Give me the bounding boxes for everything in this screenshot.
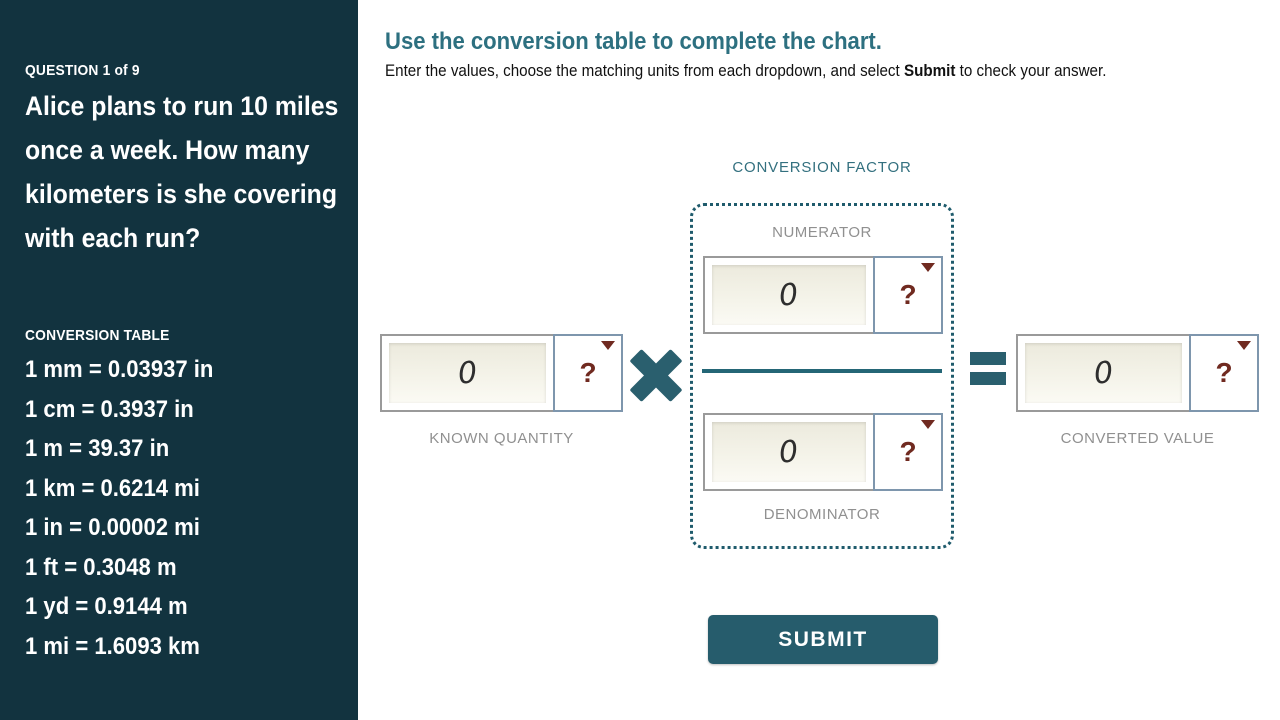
fraction-bar xyxy=(702,369,942,373)
known-quantity-group: 0 ? xyxy=(380,334,623,412)
denominator-label: DENOMINATOR xyxy=(763,506,881,523)
chevron-down-icon xyxy=(1237,341,1251,350)
chevron-down-icon xyxy=(921,263,935,272)
numerator-value-input[interactable]: 0 xyxy=(712,265,866,325)
instructions-suffix: to check your answer. xyxy=(955,62,1107,80)
conversion-table-row: 1 cm = 0.3937 in xyxy=(25,395,194,423)
conversion-table-row: 1 in = 0.00002 mi xyxy=(25,514,200,541)
question-text: Alice plans to run 10 miles once a week.… xyxy=(25,91,339,253)
converted-value-group: 0 ? xyxy=(1016,334,1259,412)
converted-value-unit-dropdown[interactable]: ? xyxy=(1189,334,1259,412)
equals-icon xyxy=(970,352,1006,386)
instructions-submit-word: Submit xyxy=(903,62,956,80)
denominator-unit-placeholder: ? xyxy=(899,436,917,467)
conversion-table-row: 1 m = 39.37 in xyxy=(25,435,170,462)
numerator-unit-placeholder: ? xyxy=(899,279,917,310)
chevron-down-icon xyxy=(601,341,615,350)
converted-value-unit-placeholder: ? xyxy=(1215,357,1233,388)
known-quantity-unit-dropdown[interactable]: ? xyxy=(553,334,623,412)
question-number: QUESTION 1 of 9 xyxy=(25,62,140,79)
numerator-label: NUMERATOR xyxy=(772,224,872,241)
numerator-value: 0 xyxy=(777,276,801,314)
conversion-table-row: 1 mm = 0.03937 in xyxy=(25,356,214,383)
conversion-factor-label: CONVERSION FACTOR xyxy=(732,159,912,176)
multiply-icon xyxy=(629,348,683,402)
conversion-table-title: CONVERSION TABLE xyxy=(25,327,170,344)
conversion-table-row: 1 yd = 0.9144 m xyxy=(25,593,188,620)
chevron-down-icon xyxy=(921,420,935,429)
known-quantity-unit-placeholder: ? xyxy=(579,357,597,388)
conversion-table: 1 mm = 0.03937 in 1 cm = 0.3937 in 1 m =… xyxy=(25,350,354,666)
submit-button[interactable]: SUBMIT xyxy=(708,615,938,664)
numerator-unit-dropdown[interactable]: ? xyxy=(873,256,943,334)
converted-value-input[interactable]: 0 xyxy=(1025,343,1182,403)
numerator-group: 0 ? xyxy=(703,256,943,334)
instructions-prefix: Enter the values, choose the matching un… xyxy=(385,62,904,80)
question-sidebar: QUESTION 1 of 9 Alice plans to run 10 mi… xyxy=(0,0,358,720)
converted-value: 0 xyxy=(1092,354,1115,392)
denominator-value-input[interactable]: 0 xyxy=(712,422,866,482)
known-quantity-label: KNOWN QUANTITY xyxy=(429,430,574,447)
conversion-table-row: 1 mi = 1.6093 km xyxy=(25,632,200,660)
conversion-table-row: 1 ft = 0.3048 m xyxy=(25,553,177,581)
denominator-unit-dropdown[interactable]: ? xyxy=(873,413,943,491)
instructions: Enter the values, choose the matching un… xyxy=(385,62,1121,81)
known-quantity-value: 0 xyxy=(456,354,479,392)
conversion-factor-box xyxy=(690,203,954,549)
page-title: Use the conversion table to complete the… xyxy=(385,28,882,55)
conversion-table-row: 1 km = 0.6214 mi xyxy=(25,474,200,502)
converted-value-label: CONVERTED VALUE xyxy=(1060,430,1215,447)
known-quantity-value-input[interactable]: 0 xyxy=(389,343,546,403)
denominator-value: 0 xyxy=(777,433,801,471)
denominator-group: 0 ? xyxy=(703,413,943,491)
